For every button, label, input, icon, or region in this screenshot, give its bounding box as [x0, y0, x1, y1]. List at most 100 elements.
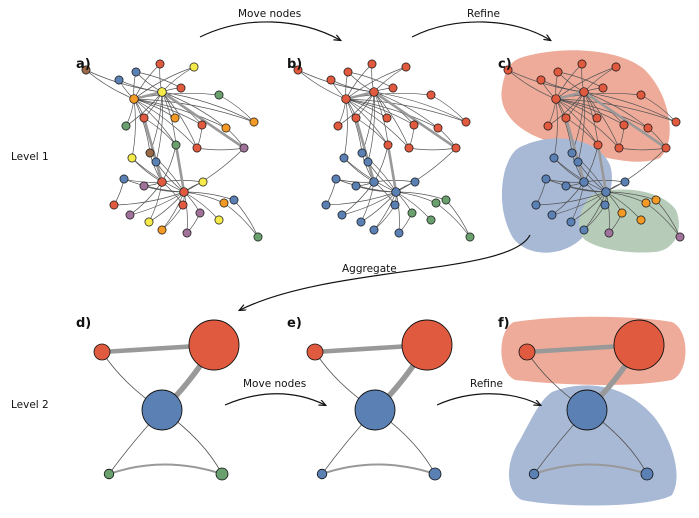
heavy-edge	[596, 143, 608, 194]
heavy-edge	[344, 90, 376, 101]
graph-node	[179, 187, 189, 197]
graph-node	[579, 177, 589, 187]
graph-node	[249, 117, 259, 127]
graph-edge	[555, 98, 649, 129]
graph-node	[326, 75, 336, 85]
graph-node	[620, 177, 630, 187]
graph-node	[600, 200, 610, 210]
graph-node	[382, 113, 392, 123]
graph-edge	[161, 91, 198, 149]
panel-d-label: d)	[76, 316, 91, 331]
graph-node	[219, 198, 229, 208]
graph-edge	[345, 98, 439, 129]
graph-edge	[555, 66, 617, 100]
graph-node	[636, 215, 646, 225]
level-2-label: Level 2	[11, 399, 49, 411]
graph-edge	[341, 191, 397, 216]
graph-edge	[533, 463, 648, 475]
aggregate-node-small-left	[528, 468, 540, 480]
refine-label-top: Refine	[467, 8, 500, 20]
graph-node	[461, 117, 471, 127]
refine-arrow-bottom	[436, 393, 540, 405]
graph-node	[139, 113, 149, 123]
graph-edge	[196, 147, 245, 151]
community-hulls	[501, 50, 686, 506]
graph-node	[426, 215, 436, 225]
graph-node	[114, 75, 124, 85]
aggregate-node-small-right	[215, 467, 229, 481]
graph-node	[293, 65, 303, 75]
graph-node	[351, 181, 361, 191]
graph-node	[401, 62, 411, 72]
process-arrows	[199, 21, 550, 405]
move-nodes-label-bottom: Move nodes	[243, 378, 306, 390]
graph-node	[176, 83, 186, 93]
graph-node	[337, 210, 347, 220]
graph-edge	[555, 98, 599, 146]
graph-edge	[555, 98, 620, 149]
graph-node	[579, 87, 589, 97]
graph-edge	[133, 98, 227, 129]
aggregate-node-large-red	[401, 319, 453, 371]
graph-node	[367, 59, 377, 69]
graph-edge	[577, 91, 585, 163]
graph-node	[144, 217, 154, 227]
aggregate-node-small-right	[640, 467, 654, 481]
graph-node	[139, 181, 149, 191]
graph-node	[363, 157, 373, 167]
graph-node	[394, 228, 404, 238]
graph-node	[614, 143, 624, 153]
aggregate-node-small-left	[316, 468, 328, 480]
graph-node	[549, 153, 559, 163]
aggregate-node-large-blue	[141, 389, 183, 431]
graph-node	[619, 120, 629, 130]
graph-node	[598, 83, 608, 93]
graph-edge	[583, 91, 677, 123]
graph-node	[129, 94, 139, 104]
graph-node	[109, 200, 119, 210]
graph-node	[369, 225, 379, 235]
graph-node	[339, 153, 349, 163]
graph-node	[157, 225, 167, 235]
graph-edge	[373, 91, 467, 123]
graph-node	[351, 113, 361, 123]
graph-edge	[343, 98, 348, 159]
graph-edge	[133, 66, 195, 100]
graph-edge	[183, 191, 188, 234]
graph-node	[577, 59, 587, 69]
graph-node	[410, 177, 420, 187]
graph-edge	[133, 98, 151, 154]
panel-c-label: c)	[498, 57, 512, 72]
graph-edge	[233, 199, 259, 238]
graph-node	[536, 75, 546, 85]
graph-edge	[408, 147, 457, 151]
graph-node	[636, 90, 646, 100]
graph-edge	[133, 98, 198, 149]
graph-e	[306, 319, 453, 481]
graph-edge	[183, 191, 225, 204]
graph-node	[661, 143, 671, 153]
graph-d	[93, 319, 240, 481]
graph-edge	[297, 69, 347, 100]
graph-node	[465, 232, 475, 242]
graph-edge	[321, 463, 436, 475]
graph-node	[369, 177, 379, 187]
graph-edge	[108, 463, 223, 475]
graph-node	[125, 210, 135, 220]
graph-node	[178, 200, 188, 210]
graph-node	[214, 215, 224, 225]
graph-edge	[373, 91, 410, 149]
graph-node	[155, 59, 165, 69]
graph-node	[651, 195, 661, 205]
graph-node	[547, 210, 557, 220]
graph-edge	[345, 98, 389, 146]
graph-edge	[555, 98, 625, 126]
graph-node	[561, 113, 571, 123]
graph-edge	[583, 91, 620, 149]
graph-node	[383, 140, 393, 150]
graph-edge	[161, 91, 227, 129]
graph-node	[198, 177, 208, 187]
graph-node	[551, 94, 561, 104]
graph-edge	[395, 191, 400, 234]
graph-node	[121, 121, 131, 131]
